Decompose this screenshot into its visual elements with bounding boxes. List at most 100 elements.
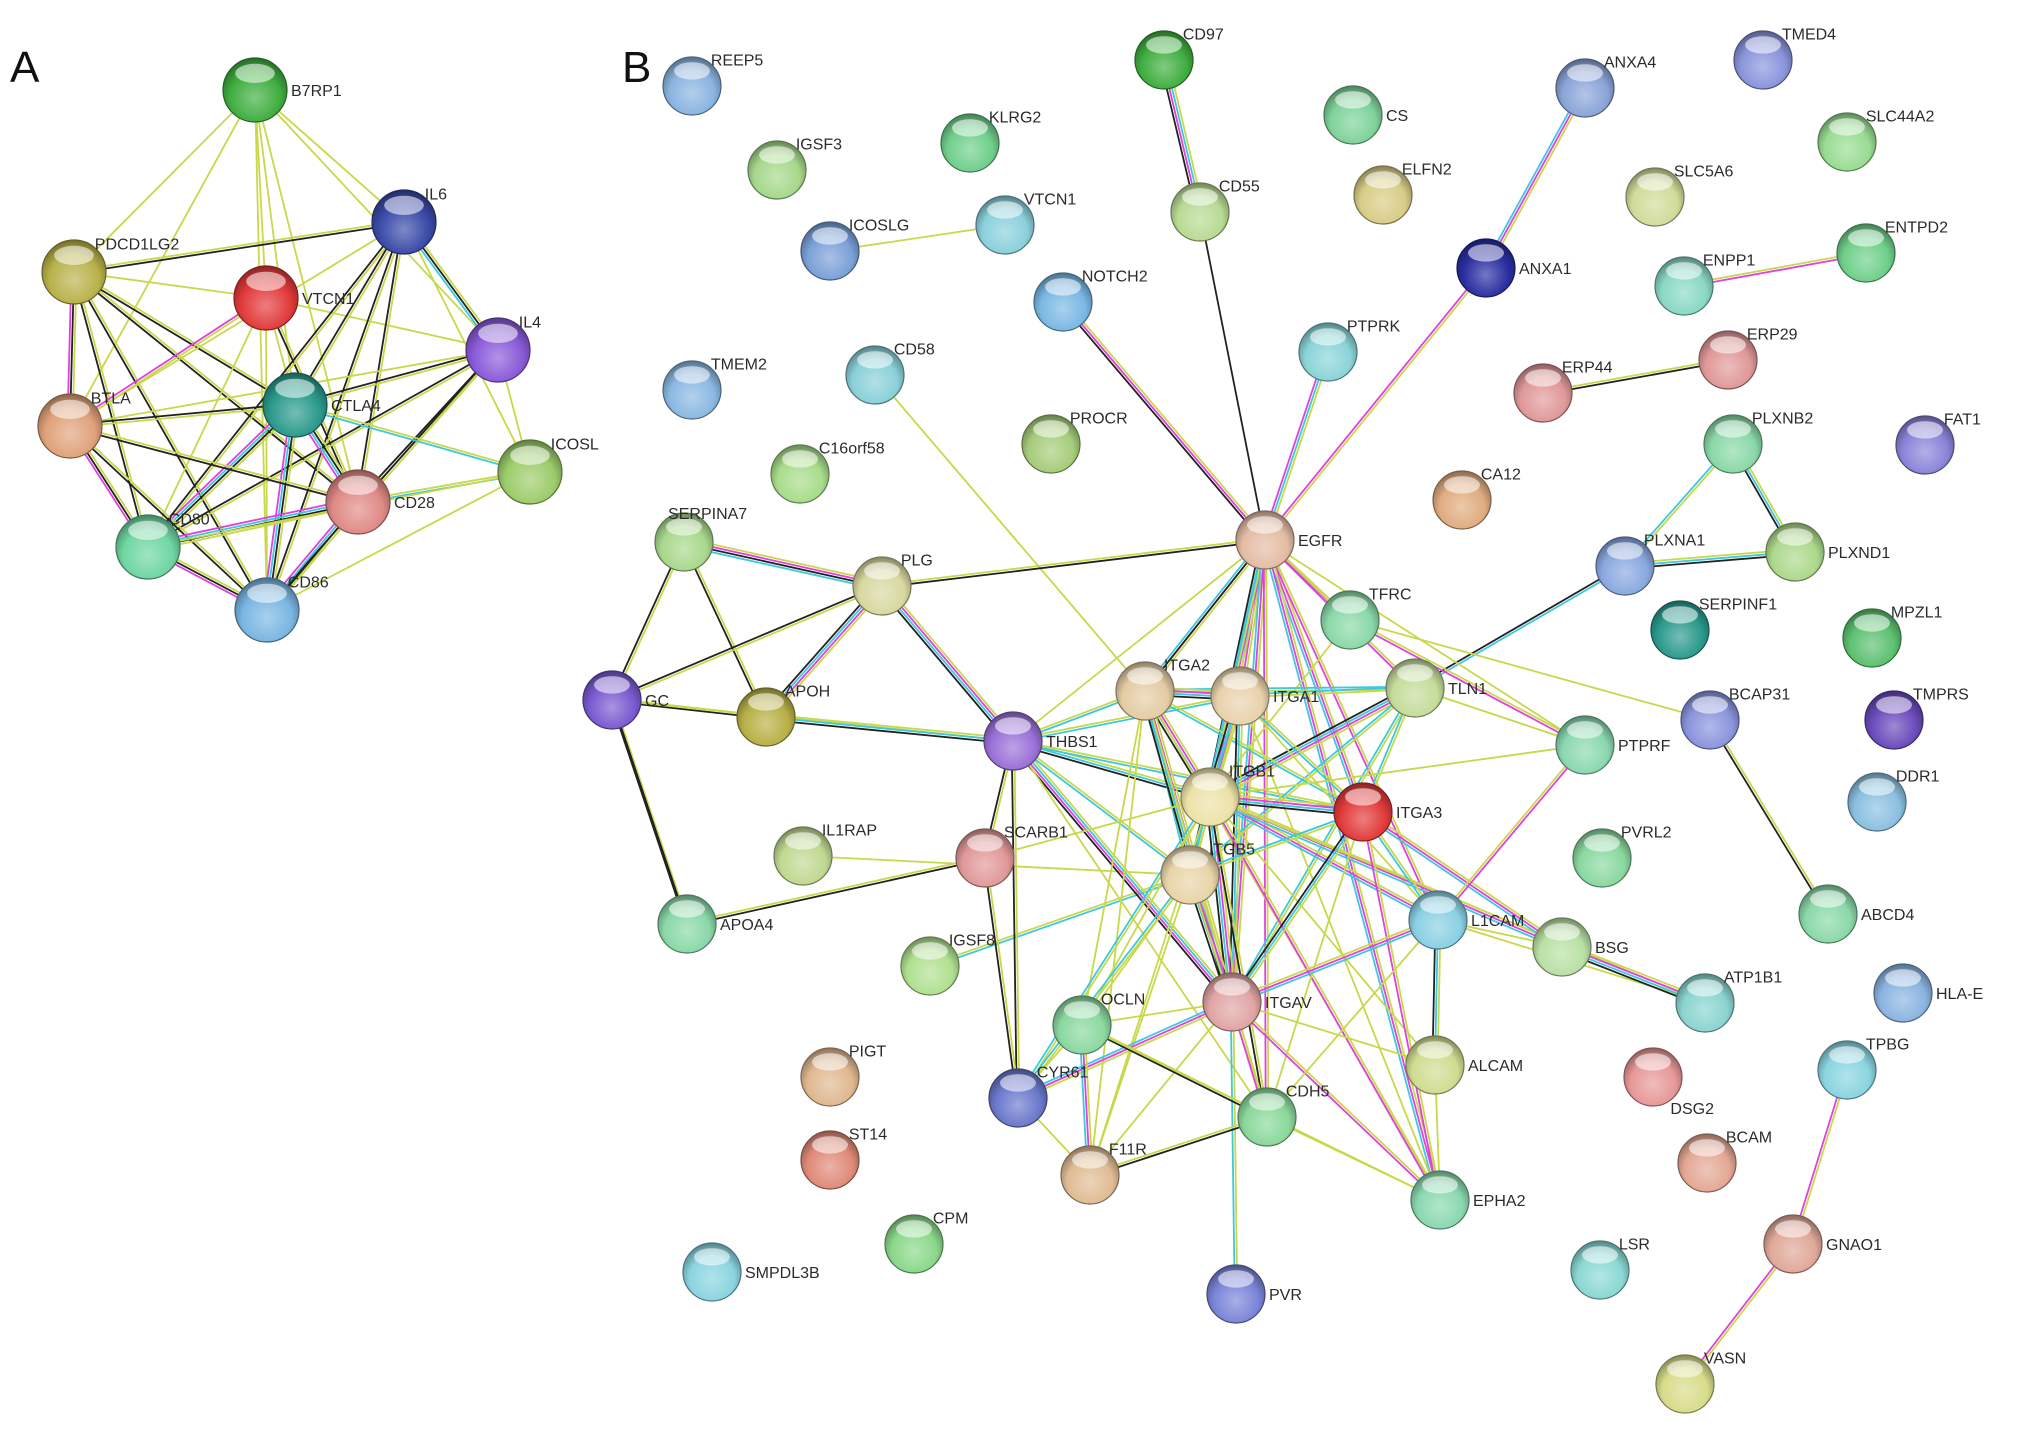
node-icoslg[interactable]: ICOSLG: [800, 218, 909, 281]
node-cs[interactable]: CS: [1323, 85, 1408, 145]
node-enpp1[interactable]: ENPP1: [1654, 253, 1755, 316]
node-cpm[interactable]: CPM: [884, 1211, 968, 1274]
node-serpina7[interactable]: SERPINA7: [654, 506, 747, 572]
edge-line-text: [269, 404, 300, 612]
node-apoa4[interactable]: APOA4: [657, 894, 773, 954]
node-icosl[interactable]: ICOSL: [497, 437, 599, 505]
node-tfrc[interactable]: TFRC: [1320, 587, 1412, 650]
node-il4[interactable]: IL4: [465, 315, 541, 383]
node-cyr61[interactable]: CYR61: [988, 1065, 1089, 1128]
node-slc5a6[interactable]: SLC5A6: [1625, 164, 1734, 227]
node-pvrl2[interactable]: PVRL2: [1572, 825, 1672, 888]
node-abcd4[interactable]: ABCD4: [1798, 884, 1914, 944]
node-cd86[interactable]: CD86: [234, 575, 329, 643]
edge-egfr-l1cam: [1262, 538, 1441, 922]
node-vtcn1[interactable]: VTCN1: [975, 192, 1076, 255]
node-vtcn1[interactable]: VTCN1: [233, 265, 355, 331]
node-itgb1[interactable]: ITGB1: [1180, 764, 1275, 827]
node-gnao1[interactable]: GNAO1: [1763, 1214, 1882, 1274]
node-slc44a2[interactable]: SLC44A2: [1817, 109, 1934, 172]
node-plg[interactable]: PLG: [852, 553, 933, 616]
node-gc[interactable]: GC: [582, 670, 669, 730]
node-thbs1[interactable]: THBS1: [983, 711, 1098, 771]
node-reep5[interactable]: REEP5: [662, 53, 763, 116]
node-tmprs[interactable]: TMPRS: [1864, 687, 1969, 750]
node-egfr[interactable]: EGFR: [1235, 510, 1342, 570]
node-igsf8[interactable]: IGSF8: [900, 933, 995, 996]
edge-line-text: [1233, 812, 1367, 1005]
node-c16orf58[interactable]: C16orf58: [770, 441, 885, 504]
node-l1cam[interactable]: L1CAM: [1408, 890, 1524, 950]
node-elfn2[interactable]: ELFN2: [1353, 162, 1452, 225]
node-tln1[interactable]: TLN1: [1385, 658, 1487, 718]
node-apoh[interactable]: APOH: [736, 684, 830, 747]
node-erp29[interactable]: ERP29: [1698, 327, 1798, 390]
node-tmem2[interactable]: TMEM2: [662, 357, 767, 420]
node-vasn[interactable]: VASN: [1655, 1351, 1746, 1414]
node-erp44[interactable]: ERP44: [1513, 360, 1613, 423]
node-b7rp1[interactable]: B7RP1: [222, 57, 342, 123]
edge-erp44-erp29: [1541, 357, 1730, 396]
node-smpdl3b[interactable]: SMPDL3B: [682, 1242, 820, 1302]
node-plxna1[interactable]: PLXNA1: [1595, 533, 1705, 596]
node-serpinf1[interactable]: SERPINF1: [1650, 597, 1777, 660]
node-ptprf[interactable]: PTPRF: [1555, 715, 1671, 775]
node-fat1[interactable]: FAT1: [1895, 412, 1981, 475]
node-ddr1[interactable]: DDR1: [1847, 769, 1940, 832]
node-ptprk[interactable]: PTPRK: [1298, 319, 1401, 382]
node-klrg2[interactable]: KLRG2: [940, 110, 1041, 173]
node-lsr[interactable]: LSR: [1570, 1237, 1650, 1300]
node-hla-e[interactable]: HLA-E: [1873, 963, 1983, 1023]
node-plxnb2[interactable]: PLXNB2: [1703, 411, 1813, 474]
node-f11r[interactable]: F11R: [1060, 1142, 1147, 1205]
node-il1rap[interactable]: IL1RAP: [773, 823, 877, 886]
edge-itgav-epha2: [1230, 1000, 1442, 1202]
node-igsf3[interactable]: IGSF3: [747, 137, 842, 200]
node-cd58[interactable]: CD58: [845, 342, 935, 405]
node-itgb5[interactable]: ITGB5: [1160, 842, 1255, 905]
node-highlight: [857, 351, 893, 369]
node-mpzl1[interactable]: MPZL1: [1842, 605, 1943, 668]
node-itga2[interactable]: ITGA2: [1115, 658, 1210, 721]
node-highlight: [1775, 1220, 1811, 1238]
node-cdh5[interactable]: CDH5: [1237, 1084, 1330, 1147]
node-anxa1[interactable]: ANXA1: [1456, 238, 1572, 298]
node-tmed4[interactable]: TMED4: [1733, 27, 1836, 90]
node-il6[interactable]: IL6: [371, 187, 447, 255]
node-notch2[interactable]: NOTCH2: [1033, 269, 1148, 332]
node-alcam[interactable]: ALCAM: [1405, 1035, 1523, 1095]
node-entpd2[interactable]: ENTPD2: [1836, 220, 1948, 283]
node-pvr[interactable]: PVR: [1206, 1264, 1302, 1324]
node-epha2[interactable]: EPHA2: [1410, 1170, 1526, 1230]
node-bsg[interactable]: BSG: [1532, 917, 1629, 977]
node-itga3[interactable]: ITGA3: [1333, 782, 1442, 842]
node-anxa4[interactable]: ANXA4: [1555, 55, 1656, 118]
node-cd55[interactable]: CD55: [1170, 179, 1260, 242]
node-ctla4[interactable]: CTLA4: [262, 372, 381, 438]
node-bcam[interactable]: BCAM: [1677, 1130, 1772, 1193]
node-pdcd1lg2[interactable]: PDCD1LG2: [41, 237, 179, 305]
node-itgav[interactable]: ITGAV: [1202, 972, 1312, 1032]
node-bcap31[interactable]: BCAP31: [1680, 687, 1790, 750]
node-plxnd1[interactable]: PLXND1: [1765, 522, 1890, 582]
node-scarb1[interactable]: SCARB1: [955, 825, 1068, 888]
node-itga1[interactable]: ITGA1: [1210, 666, 1319, 726]
node-cd80[interactable]: CD80: [115, 512, 210, 580]
edge-line-coexp: [146, 347, 499, 547]
node-cd97[interactable]: CD97: [1134, 27, 1224, 90]
node-btla[interactable]: BTLA: [37, 391, 131, 459]
edge-line-text: [1349, 619, 1711, 721]
node-ca12[interactable]: CA12: [1432, 467, 1521, 530]
node-pigt[interactable]: PIGT: [800, 1044, 886, 1107]
edge-cd55-egfr: [1199, 211, 1266, 541]
node-cd28[interactable]: CD28: [325, 469, 435, 535]
node-tpbg[interactable]: TPBG: [1817, 1037, 1909, 1100]
node-procr[interactable]: PROCR: [1021, 411, 1128, 474]
edge-line-text: [1710, 718, 1831, 915]
node-dsg2[interactable]: DSG2: [1623, 1047, 1714, 1118]
node-st14[interactable]: ST14: [800, 1127, 887, 1190]
node-highlight: [1222, 672, 1258, 690]
node-ocln[interactable]: OCLN: [1052, 992, 1145, 1055]
node-atp1b1[interactable]: ATP1B1: [1675, 970, 1782, 1033]
node-highlight: [50, 399, 90, 419]
